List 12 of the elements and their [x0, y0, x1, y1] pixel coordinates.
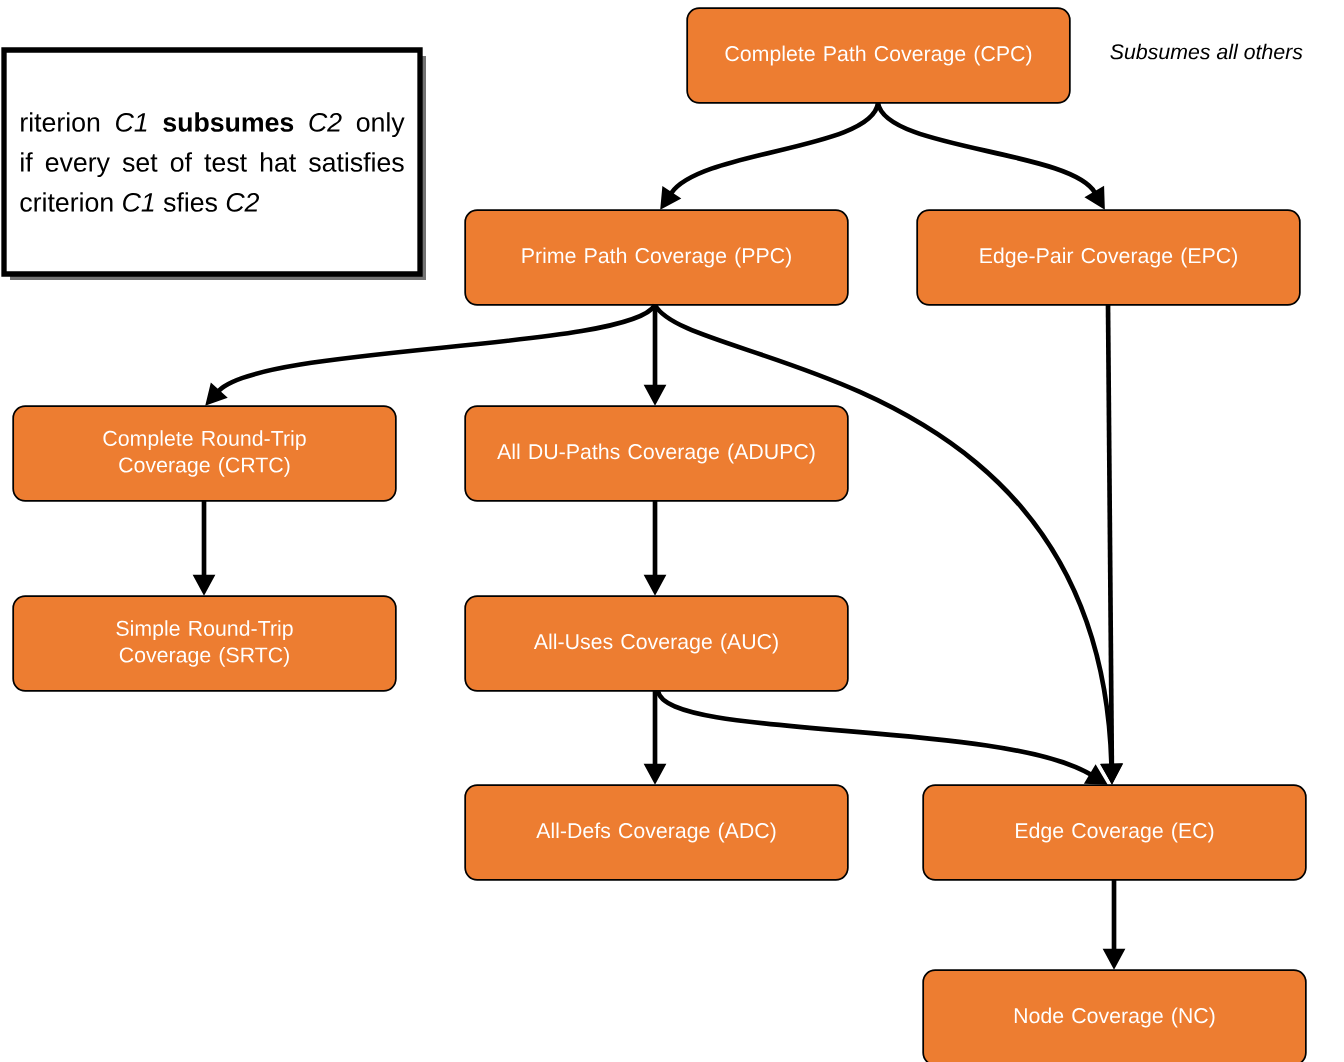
process-box: All DU-Paths Coverage (ADUPC)	[464, 405, 849, 502]
process-box: Edge-Pair Coverage (EPC)	[916, 209, 1301, 306]
annotation: Subsumes all others	[1110, 43, 1303, 60]
process-box: Prime Path Coverage (PPC)	[464, 209, 849, 306]
process-box: All-Defs Coverage (ADC)	[464, 784, 849, 881]
process-box: Simple Round-Trip Coverage (SRTC)	[12, 595, 397, 692]
note-box: riterion C1 subsumes C2 only if every set of test hat satisfies criterion C1 sfies C2	[1, 47, 423, 277]
process-box: Node Coverage (NC)	[922, 969, 1307, 1062]
process-box: Complete Path Coverage (CPC)	[686, 7, 1071, 104]
process-box: Complete Round-Trip Coverage (CRTC)	[12, 405, 397, 502]
process-box: All-Uses Coverage (AUC)	[464, 595, 849, 692]
process-box: Edge Coverage (EC)	[922, 784, 1307, 881]
